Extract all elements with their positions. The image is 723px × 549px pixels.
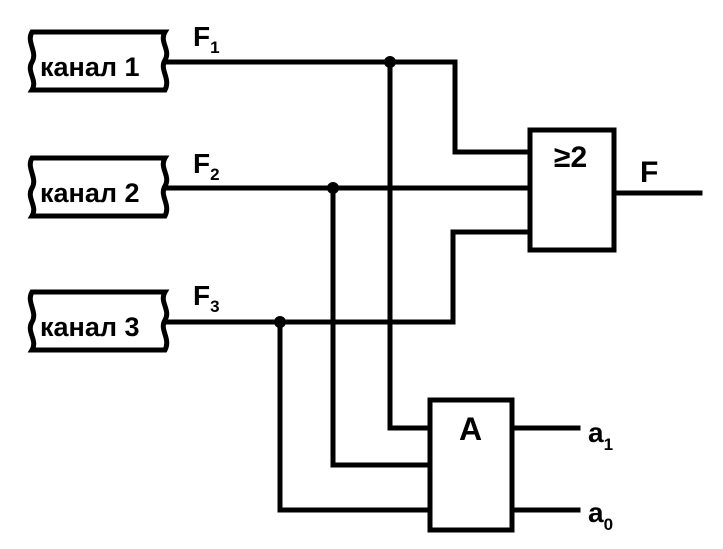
output-label-f: F xyxy=(640,156,658,189)
signal-label-f3: F3 xyxy=(193,280,220,316)
junction-dot-f1 xyxy=(384,56,396,68)
wires xyxy=(162,59,703,513)
analyzer-label: A xyxy=(459,411,482,447)
junction-dot-f3 xyxy=(274,316,286,328)
output-label-a0: a0 xyxy=(588,497,613,534)
signal-label-f2: F2 xyxy=(193,148,220,184)
channel-block-2: канал 2 xyxy=(27,155,170,219)
channel-label-3: канал 3 xyxy=(40,312,140,342)
majority-gate-label: ≥2 xyxy=(554,141,587,174)
analyzer-block: A xyxy=(427,397,515,533)
channel-label-2: канал 2 xyxy=(40,178,140,208)
output-label-a1: a1 xyxy=(588,417,613,454)
signal-label-f1: F1 xyxy=(193,21,220,57)
channel-label-1: канал 1 xyxy=(40,52,140,82)
majority-gate: ≥2 xyxy=(527,127,617,253)
channel-block-1: канал 1 xyxy=(27,29,170,93)
channel-block-3: канал 3 xyxy=(27,289,170,353)
junction-dot-f2 xyxy=(327,182,339,194)
